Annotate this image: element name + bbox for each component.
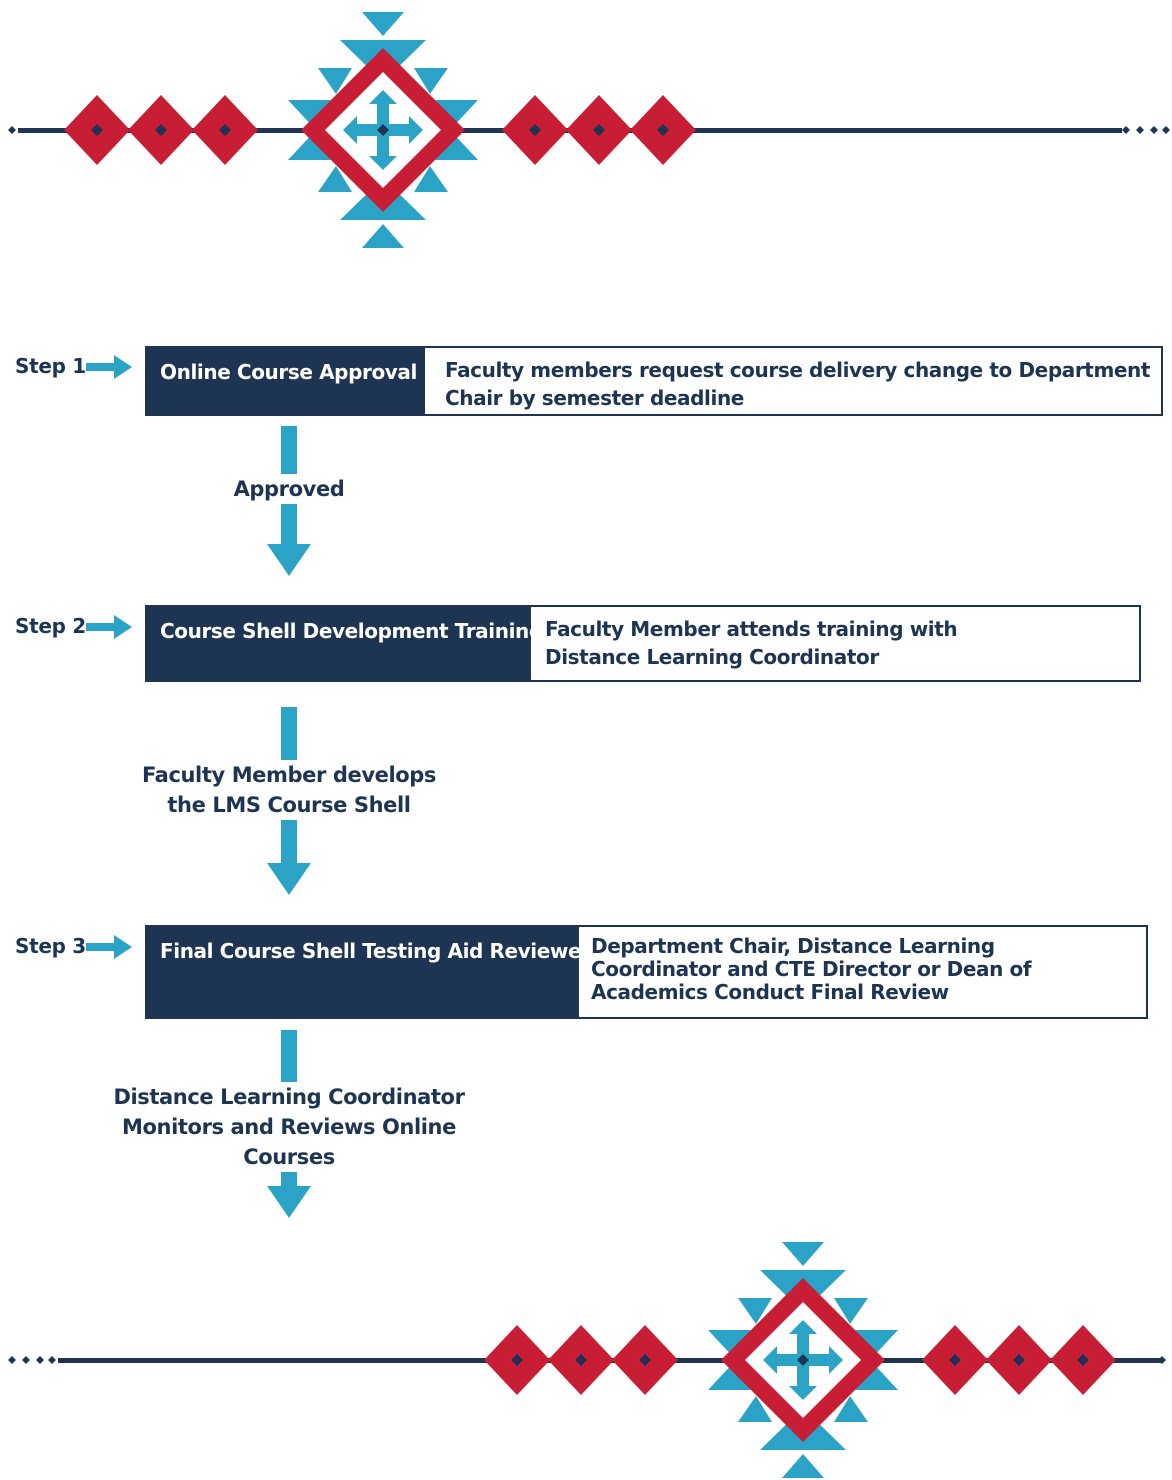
small-diamond-icons-right [502,95,696,165]
central-medallion-icon [708,1242,898,1478]
line-end-ornaments-icon [8,126,1170,134]
top-decorative-border [8,12,1170,248]
step-3-box: Final Course Shell Testing Aid Reviewed … [145,925,1148,1019]
right-arrow-icon [86,355,132,379]
step-2-box: Course Shell Development Training Facult… [145,605,1141,682]
step-1-title: Online Course Approval [147,348,425,414]
flow-label-develops-shell: Faculty Member develops the LMS Course S… [138,760,440,820]
step-2-title: Course Shell Development Training [147,607,543,680]
flow-label-monitors-reviews: Distance Learning Coordinator Monitors a… [74,1082,504,1172]
small-diamond-icons-left [64,95,258,165]
step-3-title: Final Course Shell Testing Aid Reviewed [147,927,595,1017]
step-1-box: Online Course Approval Faculty members r… [145,346,1163,416]
line-end-ornaments-icon [8,1356,1166,1364]
bottom-decorative-border [8,1242,1166,1478]
step-1-description: Faculty members request course delivery … [445,358,1151,410]
step-1-label: Step 1 [15,354,86,378]
small-diamond-icons-left [484,1325,678,1395]
step-2-description: Faculty Member attends training with Dis… [545,617,958,669]
step-2-label: Step 2 [15,614,86,638]
central-medallion-icon [288,12,478,248]
step-3-description: Department Chair, Distance Learning Coor… [591,934,1032,1004]
right-arrow-icon [86,615,132,639]
flow-label-approved: Approved [229,474,349,504]
right-arrow-icon [86,935,132,959]
small-diamond-icons-right [922,1325,1116,1395]
step-3-label: Step 3 [15,934,86,958]
